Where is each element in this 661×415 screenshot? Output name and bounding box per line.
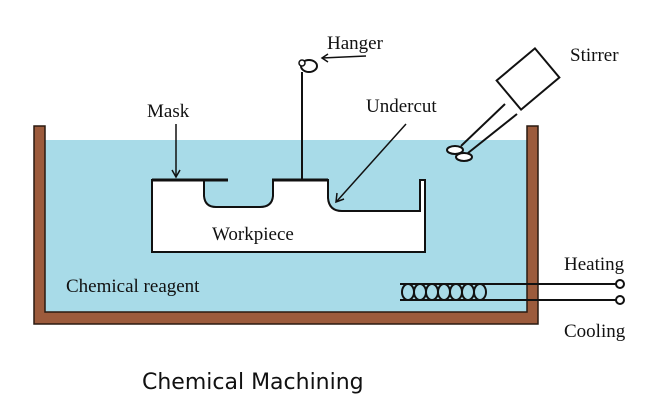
- stirrer-label: Stirrer: [570, 45, 619, 66]
- diagram-caption: Chemical Machining: [142, 370, 364, 395]
- stirrer: [446, 46, 561, 162]
- undercut-label: Undercut: [366, 96, 437, 117]
- workpiece-label: Workpiece: [212, 224, 294, 245]
- heating-cooling-coil: [400, 279, 625, 305]
- cooling-label: Cooling: [564, 321, 626, 342]
- label-arrows: [171, 53, 407, 204]
- hanger: [298, 59, 318, 180]
- tank: [33, 125, 539, 325]
- reagent-label: Chemical reagent: [66, 276, 200, 297]
- workpiece: [151, 179, 426, 253]
- heating-label: Heating: [564, 254, 625, 275]
- mask-label: Mask: [147, 101, 190, 122]
- hanger-label: Hanger: [327, 33, 384, 54]
